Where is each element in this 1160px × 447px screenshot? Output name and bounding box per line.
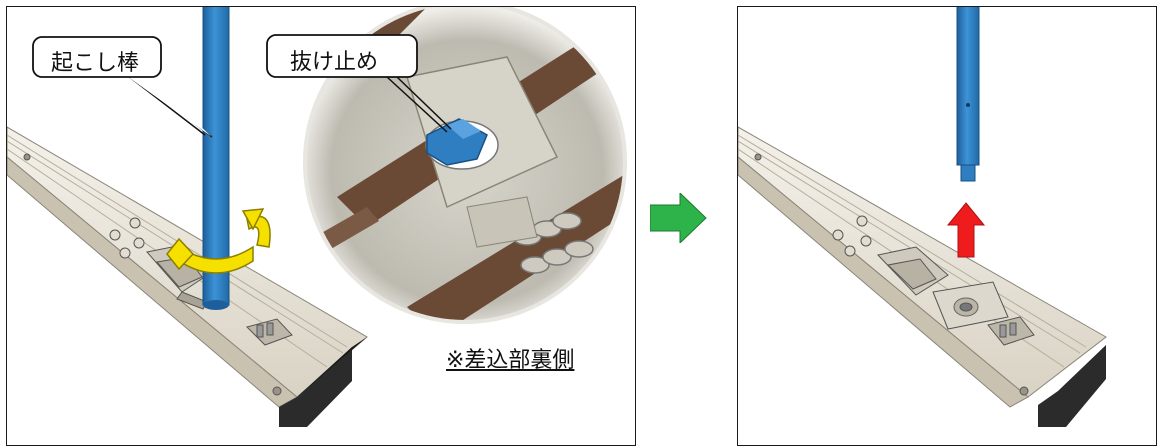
end-cap [279,347,352,427]
label-lifting-rod: 起こし棒 [51,51,140,76]
rotate-arrow-icon [166,208,271,274]
left-illustration-panel: 起こし棒 抜け止め ※差込部裏側 [6,6,636,446]
callout-rod-box [32,36,162,78]
lifting-rod [956,7,980,182]
end-cap [1038,345,1106,427]
label-stopper: 抜け止め [290,50,379,75]
rail [738,126,1107,427]
lifting-rod [202,7,230,310]
latch-mechanism [832,215,1035,346]
stopper-detail-inset [303,7,627,324]
right-arrow-icon [650,193,707,243]
note-insert-underside: ※差込部裏側 [446,348,575,373]
up-arrow-icon [946,202,986,258]
callout-stopper-box [266,34,418,78]
left-illustration [7,7,627,427]
right-illustration-panel [737,6,1157,446]
right-illustration [738,7,1107,427]
